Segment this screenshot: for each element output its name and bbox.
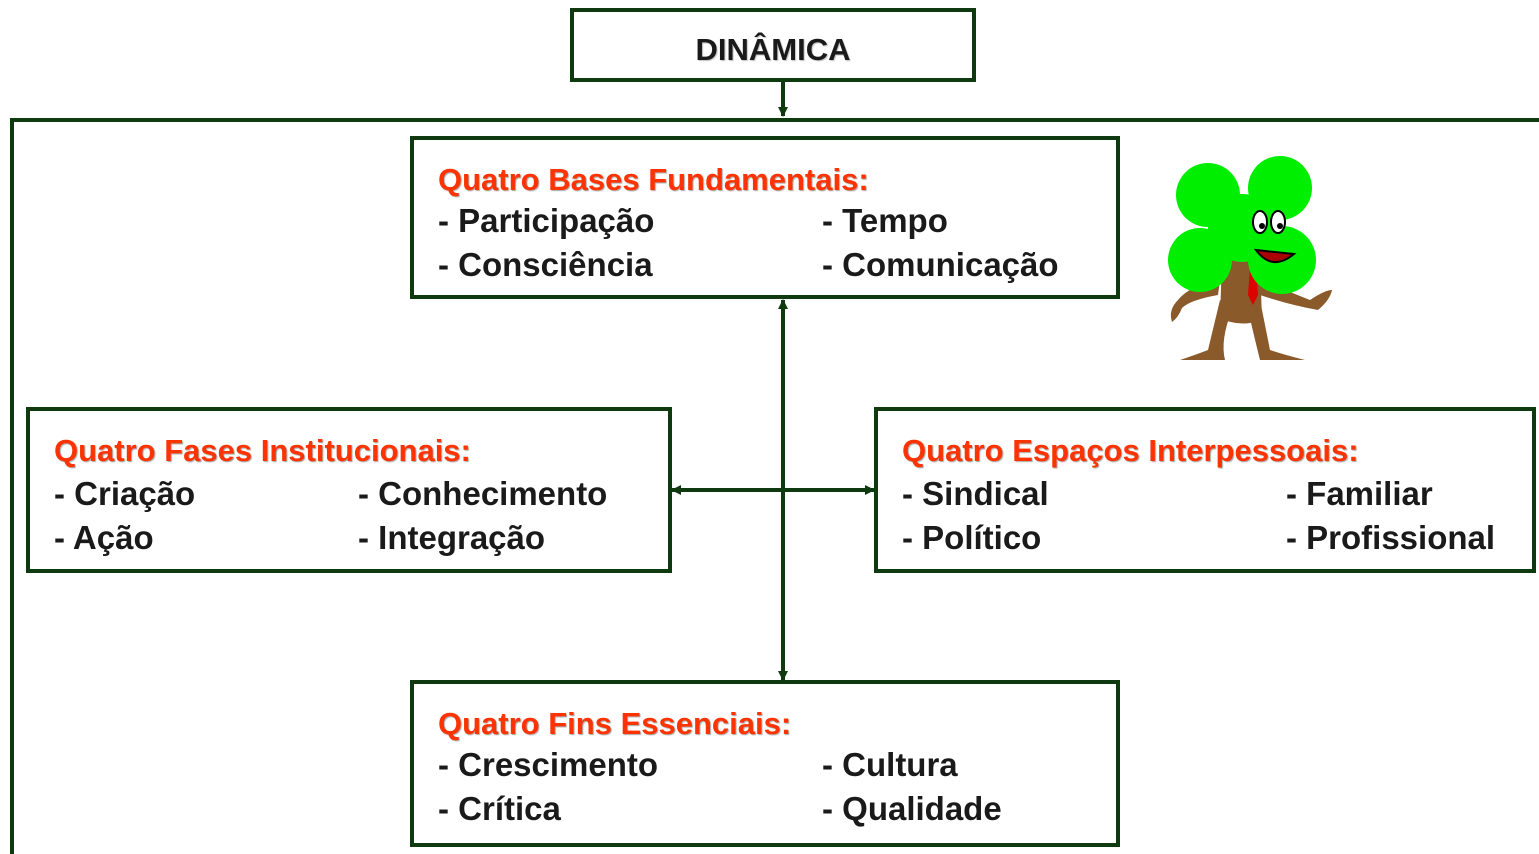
espacos-title: Quatro Espaços Interpessoais: [902, 433, 1359, 468]
fases-item-integracao: - Integração [358, 519, 546, 556]
four-leaf-clover-mascot [1168, 156, 1332, 360]
fases-box: Quatro Fases Institucionais: - Criação -… [26, 407, 672, 573]
espacos-item-profissional: - Profissional [1286, 519, 1496, 556]
fases-item-conhecimento: - Conhecimento [358, 475, 608, 512]
fins-title: Quatro Fins Essenciais: [438, 706, 792, 741]
fins-item-qualidade: - Qualidade [822, 790, 1002, 827]
fins-box: Quatro Fins Essenciais: - Crescimento - … [410, 680, 1120, 847]
bases-title: Quatro Bases Fundamentais: [438, 162, 869, 197]
fins-item-critica: - Crítica [438, 790, 561, 827]
fins-item-cultura: - Cultura [822, 746, 958, 783]
espacos-item-familiar: - Familiar [1286, 475, 1433, 512]
espacos-box: Quatro Espaços Interpessoais: - Sindical… [874, 407, 1536, 573]
bases-item-consciencia: - Consciência [438, 246, 653, 283]
fins-item-crescimento: - Crescimento [438, 746, 659, 783]
outer-frame [10, 118, 1539, 854]
espacos-item-politico: - Político [902, 519, 1042, 556]
dinamica-title: DINÂMICA [695, 32, 851, 67]
dinamica-box: DINÂMICA [570, 8, 976, 82]
fases-title: Quatro Fases Institucionais: [54, 433, 471, 468]
espacos-item-sindical: - Sindical [902, 475, 1049, 512]
bases-item-comunicacao: - Comunicação [822, 246, 1059, 283]
bases-box: Quatro Bases Fundamentais: - Participaçã… [410, 136, 1120, 299]
bases-item-tempo: - Tempo [822, 202, 948, 239]
fases-item-acao: - Ação [54, 519, 154, 556]
fases-item-criacao: - Criação [54, 475, 196, 512]
bases-item-participacao: - Participação [438, 202, 655, 239]
